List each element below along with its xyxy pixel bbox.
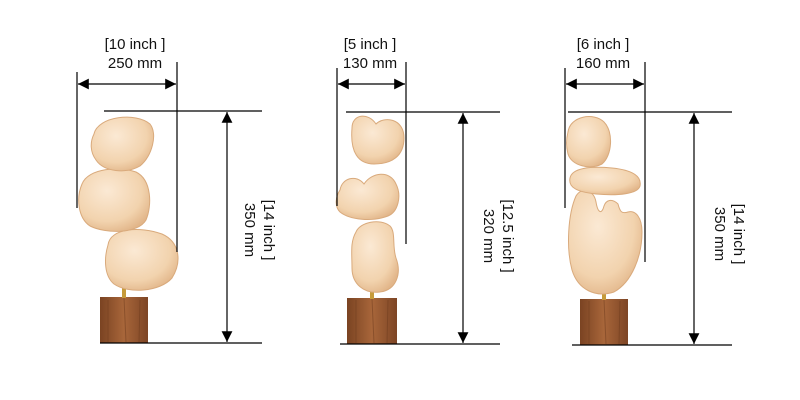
sculpture-1-height-mm: 350 mm — [241, 203, 258, 257]
sculpture-2-dimensions: [5 inch ] 130 mm [12.5 inch ] 320 mm — [336, 36, 516, 343]
sculpture-3 — [566, 116, 732, 346]
sculpture-1-height-inch: [14 inch ] — [260, 200, 277, 261]
sculpture-3-stone-top — [566, 116, 611, 168]
sculpture-2-stone-middle — [335, 173, 400, 220]
sculpture-1-rod — [122, 286, 126, 298]
sculpture-1-width-mm: 250 mm — [108, 55, 162, 72]
sculpture-3-stone-middle — [569, 166, 641, 196]
sculpture-3-dimensions: [6 inch ] 160 mm [14 inch ] 350 mm — [564, 36, 747, 344]
sculpture-1-stone-bottom — [105, 229, 179, 291]
sculpture-3-width-mm: 160 mm — [576, 55, 630, 72]
sculpture-1-stone-top — [90, 116, 155, 172]
sculpture-1 — [78, 116, 262, 344]
sculpture-2-stone-bottom — [351, 221, 399, 293]
sculpture-2-height-inch: [12.5 inch ] — [499, 199, 516, 272]
sculpture-1-stone-middle — [78, 168, 151, 232]
sculpture-3-rod — [602, 290, 606, 300]
sculpture-3-height-inch: [14 inch ] — [730, 204, 747, 265]
sculpture-3-width-inch: [6 inch ] — [577, 36, 630, 53]
sculpture-2-base — [347, 298, 397, 344]
sculpture-2-stone-top — [351, 115, 405, 165]
sculpture-3-base — [580, 299, 628, 345]
sculpture-3-stone-bottom — [568, 189, 643, 295]
sculpture-2-height-mm: 320 mm — [480, 209, 497, 263]
sculpture-3-height-mm: 350 mm — [711, 207, 728, 261]
sculpture-2-rod — [370, 288, 374, 299]
sculpture-2-width-mm: 130 mm — [343, 55, 397, 72]
sculpture-2-width-inch: [5 inch ] — [344, 36, 397, 53]
sculpture-1-base — [100, 297, 148, 343]
sculpture-1-dimensions: [10 inch ] 250 mm [14 inch ] 350 mm — [76, 36, 277, 342]
sculpture-2 — [335, 115, 500, 345]
sculpture-1-width-inch: [10 inch ] — [105, 36, 166, 53]
